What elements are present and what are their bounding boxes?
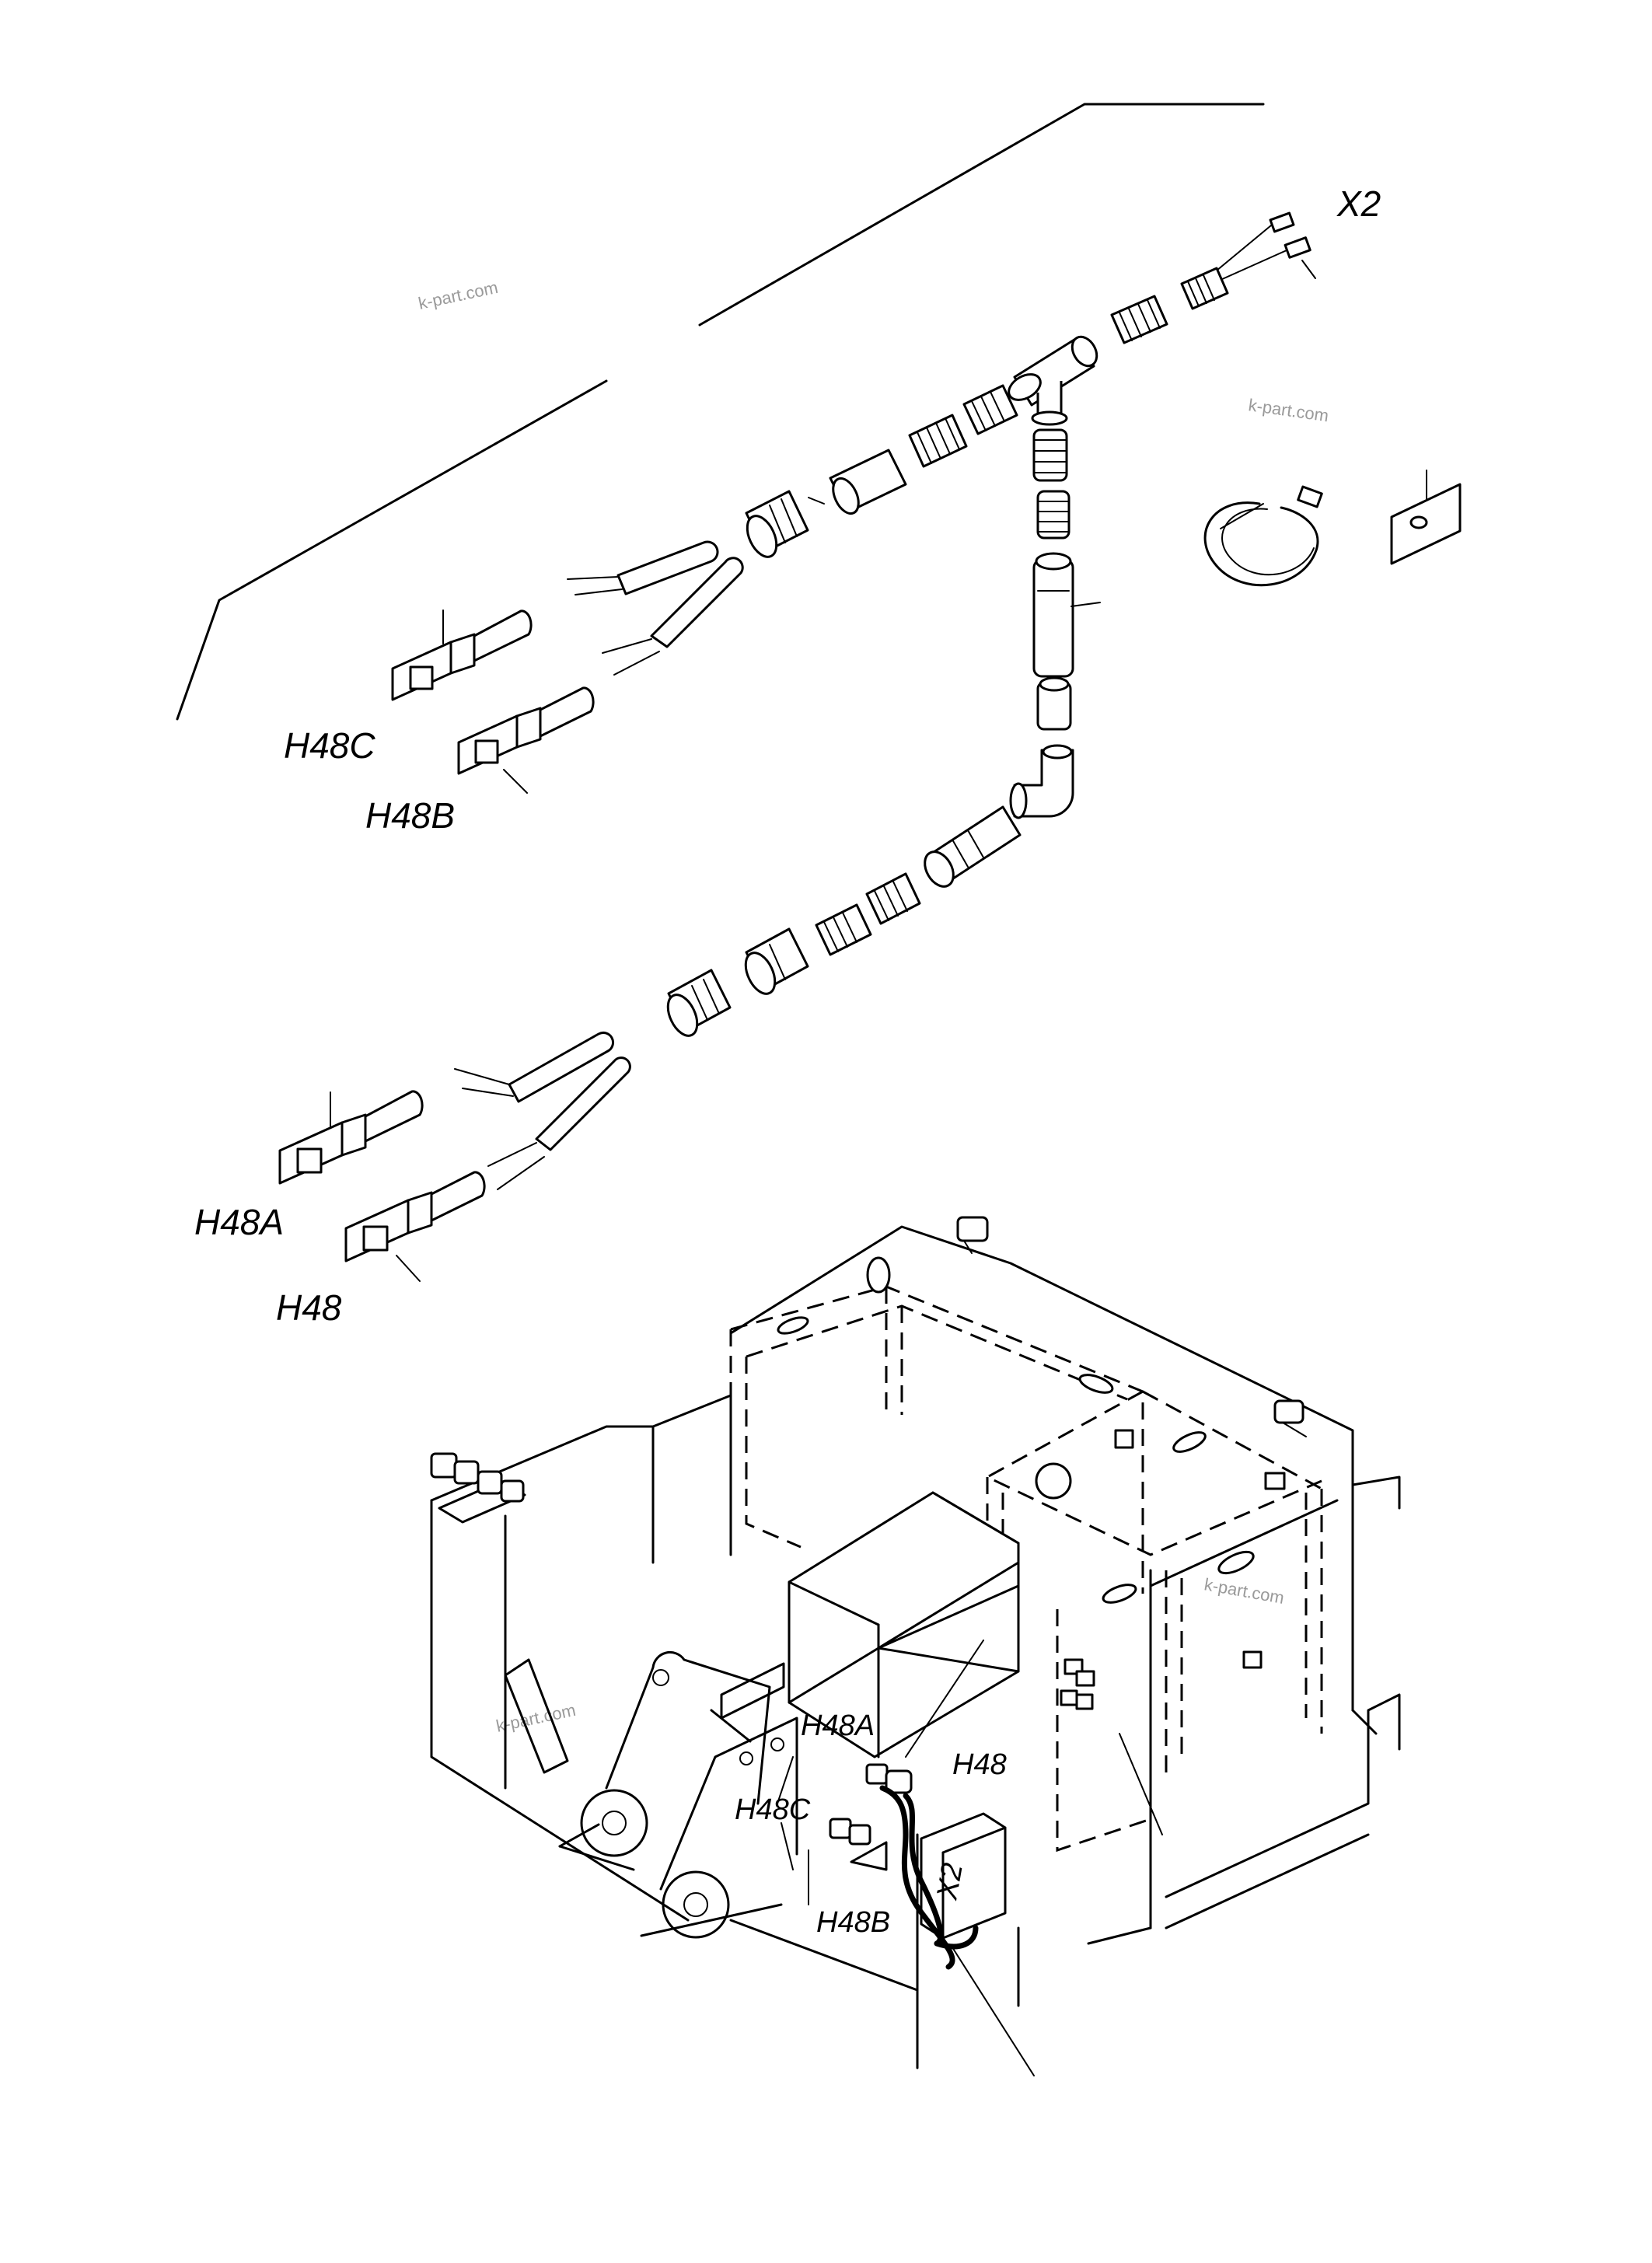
connector-h48a — [278, 1090, 424, 1185]
label-h48a-bottom: H48A — [801, 1709, 875, 1742]
sleeve-lower — [924, 805, 1022, 888]
gland-nut-l1 — [744, 927, 809, 995]
label-h48-top: H48 — [276, 1287, 342, 1328]
elbow — [1009, 744, 1074, 819]
label-x2-box: X2 — [931, 1860, 969, 1902]
gland-v — [1036, 676, 1072, 731]
bellows-l2 — [815, 903, 872, 956]
machine-frame: X2 — [430, 1216, 1401, 2076]
label-x2-top: X2 — [1336, 183, 1381, 224]
bellows-4 — [908, 414, 968, 468]
cable-sleeves-lower — [454, 1031, 631, 1190]
connector-h48b — [457, 686, 595, 794]
label-h48b-top: H48B — [365, 795, 455, 836]
installed-connectors — [829, 1763, 913, 1871]
label-h48a-top: H48A — [194, 1202, 284, 1242]
label-h48b-bottom: H48B — [816, 1906, 890, 1939]
watermark-3: k-part.com — [1203, 1574, 1286, 1608]
label-plate — [1390, 470, 1462, 565]
frame-lines — [176, 103, 1265, 721]
watermark-4: k-part.com — [494, 1700, 578, 1736]
bellows-2 — [1110, 295, 1168, 344]
label-h48-bottom: H48 — [952, 1748, 1007, 1781]
sleeve-v — [1032, 552, 1101, 678]
cable-tie — [1203, 485, 1323, 587]
bellows-v1 — [1032, 428, 1068, 482]
label-h48c-bottom: H48C — [735, 1793, 811, 1826]
x2-junction-box — [920, 1812, 1007, 1940]
vertical-conduit-assembly — [1009, 428, 1101, 819]
bellows-l1 — [865, 872, 921, 925]
lower-conduit-assembly — [454, 805, 1022, 1190]
x2-terminal-pins — [1216, 211, 1316, 281]
left-light-cluster — [430, 1452, 526, 1524]
bellows-1 — [1180, 267, 1229, 310]
watermark-1: k-part.com — [417, 278, 500, 313]
upper-conduit-assembly — [567, 267, 1229, 676]
watermark-2: k-part.com — [1247, 395, 1329, 425]
bellows-3 — [962, 384, 1018, 435]
gland-nut-upper — [745, 490, 825, 558]
t-connector — [1008, 335, 1098, 426]
gland-nut-l2 — [666, 969, 732, 1037]
label-h48c-top: H48C — [284, 725, 375, 766]
connector-h48 — [344, 1171, 486, 1282]
cable-sleeves-upper — [567, 540, 744, 676]
sleeve-upper — [829, 449, 907, 515]
bellows-v2 — [1036, 490, 1070, 540]
top-lamp-1 — [956, 1216, 989, 1254]
top-lamp-2 — [1273, 1399, 1307, 1437]
connector-h48c — [391, 609, 533, 701]
